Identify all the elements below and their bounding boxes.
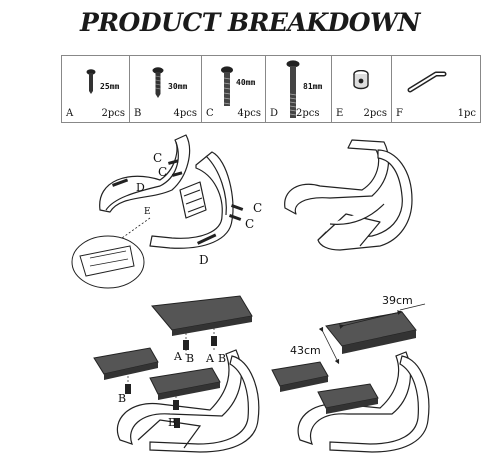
part-length: 40mm: [236, 78, 256, 87]
callout-d-1: D: [136, 181, 145, 194]
screw-icon: [152, 67, 164, 98]
part-cell-e: E 2pcs: [332, 56, 392, 122]
callout-b-3: B: [118, 392, 126, 405]
part-quantity: 2pcs: [296, 108, 320, 119]
callout-c-4: C: [245, 217, 254, 231]
callout-b-1: B: [186, 352, 194, 365]
part-cell-f: F 1pc: [392, 56, 480, 122]
bolt-icon: [221, 66, 233, 106]
page-title: PRODUCT BREAKDOWN: [79, 8, 421, 37]
part-quantity: 4pcs: [173, 108, 198, 119]
parts-table: 25mm A 2pcs 30mm B 4pcs 40mm C: [61, 55, 481, 123]
seat-width-label: 43cm: [290, 344, 321, 357]
callout-c-3: C: [253, 201, 262, 215]
part-length: 25mm: [100, 82, 120, 91]
callout-a-2: A: [205, 352, 215, 365]
screw-icon: [86, 69, 96, 94]
part-letter: F: [396, 108, 403, 119]
part-letter: B: [134, 108, 142, 119]
part-cell-d: 81mm D 2pcs: [266, 56, 332, 122]
step3-callouts: A B A B B B: [118, 350, 226, 429]
callout-c-1: C: [153, 151, 162, 165]
part-letter: C: [206, 108, 214, 119]
seat-depth-label: 39cm: [382, 294, 413, 307]
callout-e-1: E: [144, 207, 151, 217]
part-length: 30mm: [168, 82, 188, 91]
callout-b-4: B: [168, 416, 176, 429]
callout-b-2: B: [218, 352, 226, 365]
hex-key-icon: [407, 71, 447, 93]
callout-c-2: C: [158, 165, 167, 179]
long-bolt-icon: [286, 60, 300, 118]
callout-d-2: D: [199, 253, 209, 267]
part-quantity: 2pcs: [101, 108, 126, 119]
callout-a-1: A: [173, 350, 183, 363]
part-letter: D: [270, 108, 279, 119]
barrel-nut-icon: [353, 70, 369, 90]
part-quantity: 4pcs: [237, 108, 262, 119]
part-cell-c: 40mm C 4pcs: [202, 56, 266, 122]
chair-assembled-view: [271, 311, 430, 453]
part-quantity: 2pcs: [363, 108, 388, 119]
part-letter: A: [66, 108, 74, 119]
part-length: 81mm: [303, 82, 323, 91]
frame-assembled-view: [284, 139, 413, 251]
part-cell-a: 25mm A 2pcs: [62, 56, 130, 122]
step1-callouts: C C D C C D E: [112, 151, 262, 267]
seats-exploded-view: [93, 295, 260, 453]
part-letter: E: [336, 108, 344, 119]
frame-exploded-view: [99, 134, 234, 249]
dimension-lines: [318, 303, 426, 365]
zoom-detail: [71, 217, 151, 289]
part-cell-b: 30mm B 4pcs: [130, 56, 202, 122]
part-quantity: 1pc: [457, 108, 476, 119]
